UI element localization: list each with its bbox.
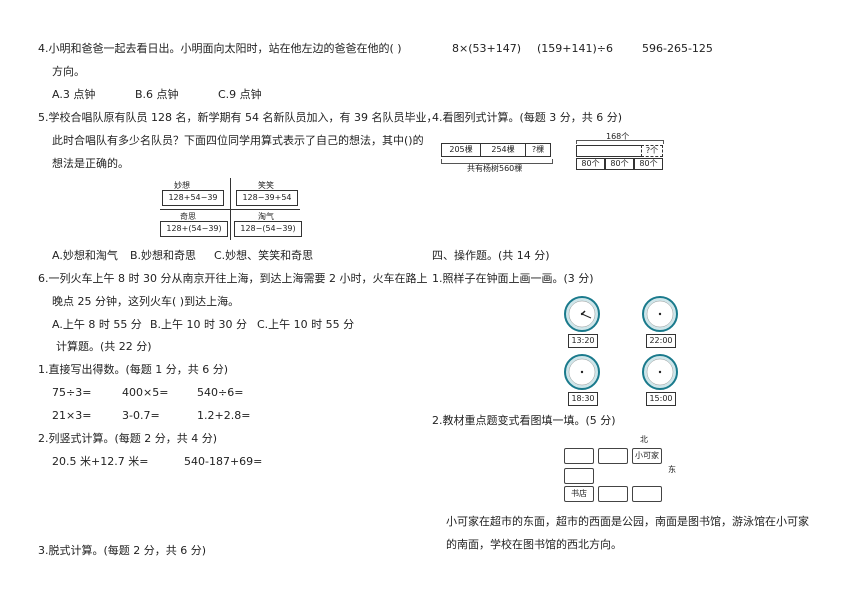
map-box-r3c2 [598,486,628,502]
calc-item-c: 596-265-125 [642,42,713,55]
tree-seg-unknown: ?棵 [525,143,551,157]
s1-title: 1.直接写出得数。(每题 1 分，共 6 分) [38,363,229,376]
map-box-r2c1 [564,468,594,484]
s3-title: 3.脱式计算。(每题 2 分，共 6 分) [38,544,207,557]
s2-item-a: 20.5 米+12.7 米= [52,455,149,468]
bar-total-label: 168个 [606,132,630,141]
clock-face-icon [564,354,600,390]
map-box-r1c2 [598,448,628,464]
clock-face-icon [564,296,600,332]
bar-known [576,145,642,157]
op1-title: 1.照样子在钟面上画一画。(3 分) [432,272,594,285]
op2-title: 2.教材重点题变式看图填一填。(5 分) [432,414,616,427]
clock-label-1320: 13:20 [568,334,598,348]
map-bookstore-box: 书店 [564,486,594,502]
map-home-box: 小可家 [632,448,662,464]
calc-item-b: (159+141)÷6 [537,42,614,55]
s1-r1-c: 540÷6= [197,386,244,399]
tree-bar-diagram: 205棵 254棵 ?棵 共有杨树560棵 [441,143,553,173]
quad-name-taoqi: 淘气 [258,212,274,221]
quad-name-xiaoxiao: 笑笑 [258,181,274,190]
clock-1500 [642,354,678,394]
q4-option-b: B.6 点钟 [135,88,179,101]
q6-option-b: B.上午 10 时 30 分 [150,318,248,331]
map-box-r3c3 [632,486,662,502]
quad-expr-xiaoxiao: 128−39+54 [236,190,298,206]
map-north-label: 北 [640,435,648,444]
quad-expr-miaoxiang: 128+54−39 [162,190,224,206]
q5-option-b: B.妙想和奇思 [130,249,197,262]
quad-name-qisi: 奇思 [180,212,196,221]
tree-seg-205: 205棵 [441,143,481,157]
bar-part-2: 80个 [605,158,634,170]
q6-line1: 6.一列火车上午 8 时 30 分从南京开往上海，到达上海需要 2 小时，火车在… [38,272,428,285]
q4-line1: 4.小明和爸爸一起去看日出。小明面向太阳时，站在他左边的爸爸在他的( ) [38,42,402,55]
s2-item-b: 540-187+69= [184,455,263,468]
q5-line3: 想法是正确的。 [52,157,129,170]
q5-option-c: C.妙想、笑笑和奇思 [214,249,314,262]
s1-r2-a: 21×3= [52,409,92,422]
bar-part-3: 80个 [634,158,663,170]
quad-expr-taoqi: 128−(54−39) [234,221,302,237]
s4-title: 4.看图列式计算。(每题 3 分，共 6 分) [432,111,623,124]
bar-part-1: 80个 [576,158,605,170]
map-east-label: 东 [668,465,676,474]
q5-line2: 此时合唱队有多少名队员？下面四位同学用算式表示了自己的想法，其中()的 [52,134,424,147]
clock-1830 [564,354,600,394]
section-calc-title: 计算题。(共 22 分) [56,340,152,353]
clock-label-1500: 15:00 [646,392,676,406]
clock-label-1830: 18:30 [568,392,598,406]
q6-option-a: A.上午 8 时 55 分 [52,318,142,331]
clock-face-icon [642,296,678,332]
q4-option-c: C.9 点钟 [218,88,262,101]
q5-option-a: A.妙想和淘气 [52,249,118,262]
quad-diagram: 妙想 128+54−39 笑笑 128−39+54 奇思 128+(54−39)… [160,178,302,240]
tree-seg-254: 254棵 [480,143,526,157]
bar-model-diagram: 168个 ?个 80个 80个 80个 [576,131,666,173]
quad-name-miaoxiang: 妙想 [174,181,190,190]
calc-item-a: 8×(53+147) [452,42,522,55]
bar-unknown: ?个 [641,145,663,157]
q4-line2: 方向。 [52,65,85,78]
q4-option-a: A.3 点钟 [52,88,96,101]
op2-text1: 小可家在超市的东面，超市的西面是公园，南面是图书馆，游泳馆在小可家 [446,515,809,528]
clock-label-2200: 22:00 [646,334,676,348]
s1-r2-b: 3-0.7= [122,409,160,422]
s2-title: 2.列竖式计算。(每题 2 分，共 4 分) [38,432,218,445]
q5-line1: 5.学校合唱队原有队员 128 名，新学期有 54 名新队员加入，有 39 名队… [38,111,438,124]
clock-face-icon [642,354,678,390]
clock-1320 [564,296,600,336]
s1-r1-b: 400×5= [122,386,169,399]
s1-r2-c: 1.2+2.8= [197,409,251,422]
op2-text2: 的南面，学校在图书馆的西北方向。 [446,538,622,551]
clock-2200 [642,296,678,336]
s1-r1-a: 75÷3= [52,386,92,399]
direction-map: 北 小可家 东 书店 [564,434,694,506]
section-operation-title: 四、操作题。(共 14 分) [432,249,550,262]
map-box-r1c1 [564,448,594,464]
tree-total-label: 共有杨树560棵 [467,164,523,173]
quad-expr-qisi: 128+(54−39) [160,221,228,237]
q6-option-c: C.上午 10 时 55 分 [257,318,355,331]
q6-line2: 晚点 25 分钟，这列火车( )到达上海。 [52,295,240,308]
